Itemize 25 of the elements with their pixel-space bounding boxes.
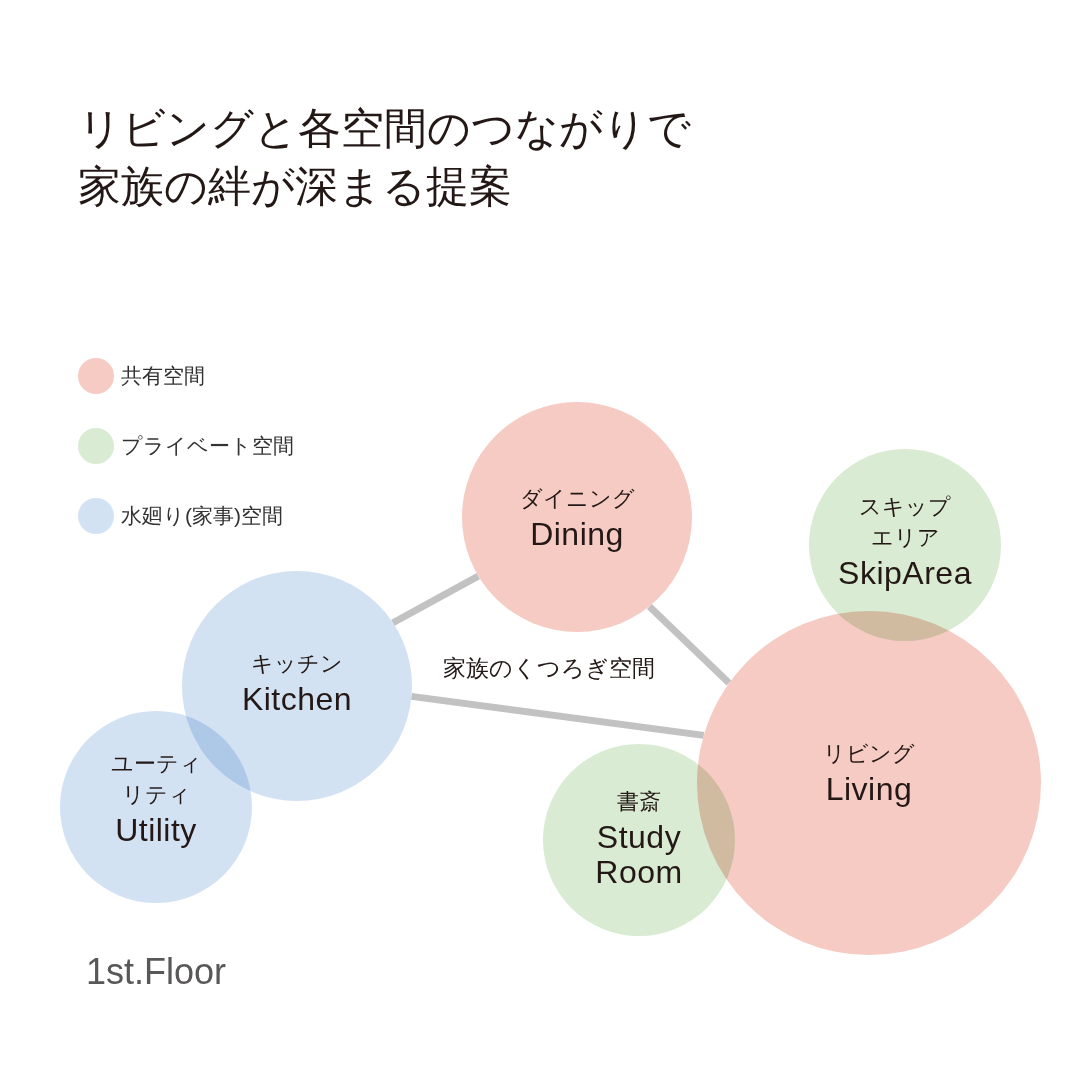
room-circle <box>462 402 692 632</box>
title: リビングと各空間のつながりで家族の絆が深まる提案 <box>78 104 692 212</box>
legend-label: 水廻り(家事)空間 <box>121 503 283 529</box>
legend-label: プライベート空間 <box>121 433 294 459</box>
room-circle <box>697 611 1041 955</box>
connector-line <box>646 603 732 686</box>
room-name-en: SkipArea <box>838 556 972 591</box>
room-name-ja: ダイニング <box>519 484 635 513</box>
room-name-en: Utility <box>115 813 197 848</box>
room-name-ja: 書斎 <box>617 788 661 816</box>
room-name-en: Dining <box>530 516 624 552</box>
floor-label: 1st.Floor <box>86 952 227 992</box>
legend-label: 共有空間 <box>121 363 205 389</box>
room-name-en: Study Room <box>594 820 684 890</box>
room-name-ja: ユーティリティ <box>109 750 203 809</box>
room-name-ja: リビング <box>823 739 915 768</box>
room-name-en: Kitchen <box>241 681 353 717</box>
room-name-en: Living <box>825 771 913 807</box>
room-circle <box>60 711 252 903</box>
room-name-ja: スキップエリア <box>858 493 952 552</box>
connector-line <box>391 573 480 626</box>
room-circle <box>543 744 735 936</box>
edge-label: 家族のくつろぎ空間 <box>441 653 657 683</box>
room-name-ja: キッチン <box>251 649 343 678</box>
connector-line <box>411 692 705 739</box>
